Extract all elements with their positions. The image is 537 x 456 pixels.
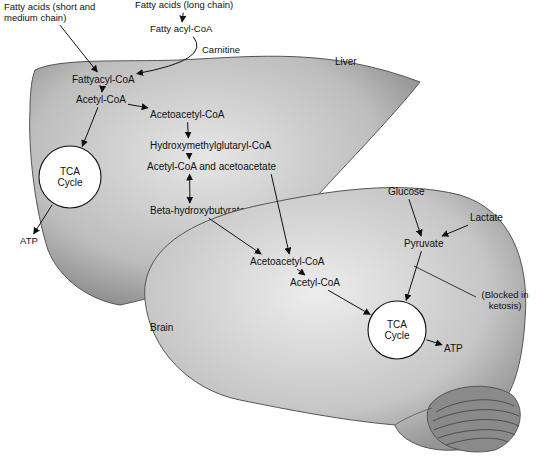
metabolite-label: Lactate xyxy=(470,212,503,223)
node-text: Acetyl-CoA xyxy=(290,277,340,288)
metabolite-label: Fattyacyl-CoA xyxy=(72,74,135,85)
brain-organ: Brain GlucoseLactatePyruvateAcetoacetyl-C… xyxy=(135,178,530,456)
node-text: Lactate xyxy=(470,212,503,223)
metabolite-label: Acetyl-CoA xyxy=(290,277,340,288)
metabolite-label: Glucose xyxy=(388,186,425,197)
metabolite-label: Fatty acids (long chain) xyxy=(135,0,233,11)
node-text: ATP xyxy=(444,343,463,354)
node-text: ATP xyxy=(20,236,38,247)
node-text: Fattyacyl-CoA xyxy=(72,74,135,85)
node-text: Acetoacetyl-CoA xyxy=(150,109,224,120)
node-text: Acetoacetyl-CoA xyxy=(250,256,324,267)
metabolite-label: Acetyl-CoA xyxy=(76,94,126,105)
node-text: TCA Cycle xyxy=(50,166,90,188)
metabolite-label: Fatty acyl-CoA xyxy=(150,24,212,35)
node-text: Fatty acids (short and medium chain) xyxy=(4,2,96,23)
metabolite-label: Fatty acids (short and medium chain) xyxy=(4,2,96,23)
node-text: Acetyl-CoA and acetoacetate xyxy=(147,161,276,172)
metabolite-label: Acetyl-CoA and acetoacetate xyxy=(147,161,276,172)
node-text: Acetyl-CoA xyxy=(76,94,126,105)
organ-name: Liver xyxy=(335,56,357,67)
metabolite-label: Hydroxymethylglutaryl-CoA xyxy=(150,140,271,151)
pathway-arrow xyxy=(182,13,183,22)
cycle-circle: TCA Cycle xyxy=(367,300,427,360)
cycle-circle: TCA Cycle xyxy=(38,145,102,209)
node-text: Glucose xyxy=(388,186,425,197)
edge-label: Carnitine xyxy=(202,45,240,56)
node-text: Fatty acyl-CoA xyxy=(150,24,212,35)
organ-name: Brain xyxy=(150,322,173,333)
node-text: Hydroxymethylglutaryl-CoA xyxy=(150,140,271,151)
metabolite-label: ATP xyxy=(444,343,463,354)
node-text: TCA Cycle xyxy=(377,319,417,341)
metabolite-label: Acetoacetyl-CoA xyxy=(250,256,324,267)
metabolite-label: ATP xyxy=(20,236,38,247)
node-text: Pyruvate xyxy=(404,238,443,249)
metabolite-label: Pyruvate xyxy=(404,238,443,249)
node-text: Fatty acids (long chain) xyxy=(135,0,233,11)
note-label: (Blocked in ketosis) xyxy=(476,290,534,311)
metabolite-label: Acetoacetyl-CoA xyxy=(150,109,224,120)
